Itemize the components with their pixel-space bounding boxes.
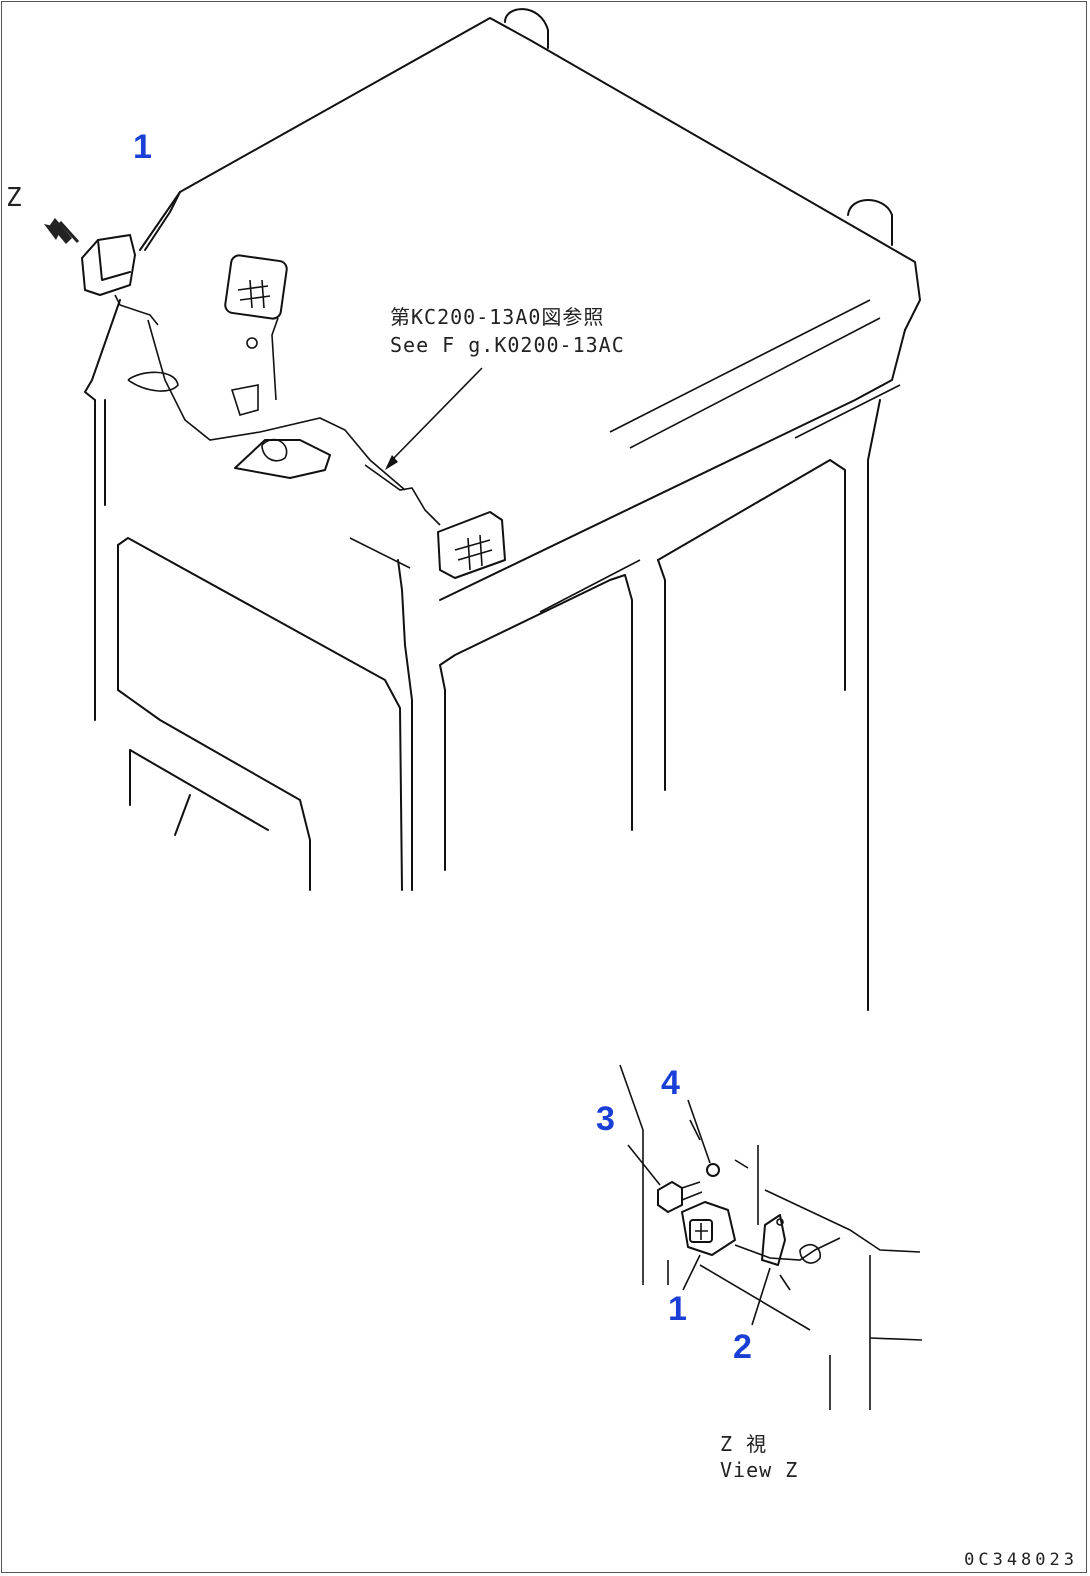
callout-1-detail: 1: [668, 1290, 687, 1328]
detail-view-z: [619, 1064, 923, 1410]
view-direction-arrow: [44, 218, 80, 244]
callout-3-detail: 3: [596, 1100, 615, 1138]
callout-4-detail: 4: [661, 1064, 680, 1102]
callout-2-detail: 2: [733, 1328, 752, 1366]
callout-1-main: 1: [133, 128, 152, 166]
reference-note-jp: 第KC200-13A0図参照: [390, 305, 605, 329]
work-lamp-main: [81, 234, 406, 491]
work-lamp-rear: [224, 254, 331, 479]
drawing-number: 0C348023: [964, 1550, 1078, 1570]
cab-body-outline: [84, 8, 921, 1011]
work-lamp-front: [364, 367, 506, 579]
detail-caption-jp: Z 視: [720, 1432, 768, 1456]
reference-note-en: See F g.K0200-13AC: [390, 333, 625, 357]
detail-caption-en: View Z: [720, 1458, 799, 1482]
view-z-marker: Z: [6, 183, 23, 213]
